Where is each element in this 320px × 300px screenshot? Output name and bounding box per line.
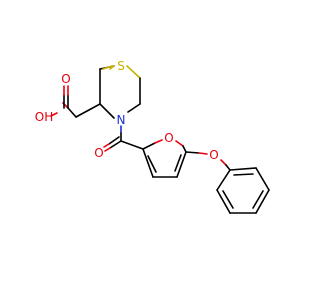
bond	[147, 155, 157, 173]
bond	[222, 190, 234, 209]
atom-label-sulfur: S	[117, 59, 125, 73]
atom-labels: S N OH O O O O	[35, 59, 219, 162]
atom-label-ether-o: O	[209, 148, 218, 162]
bond	[142, 142, 156, 150]
atom-label-acid-carbonyl-o: O	[61, 72, 70, 86]
bond	[175, 140, 184, 147]
atom-label-nitrogen: N	[117, 113, 126, 127]
bond	[216, 189, 231, 214]
bond	[154, 139, 163, 144]
bond	[50, 112, 58, 117]
bond	[182, 145, 187, 153]
bond	[67, 107, 77, 118]
bond	[198, 152, 208, 155]
bond	[225, 164, 231, 171]
bond	[185, 151, 200, 154]
atom-label-acid-oh: OH	[35, 110, 53, 124]
bond	[104, 147, 111, 152]
bond	[229, 167, 257, 171]
bond	[120, 140, 144, 150]
benzene-ring	[216, 167, 270, 214]
bond	[216, 169, 231, 191]
bond	[109, 65, 115, 70]
bond	[102, 65, 113, 70]
molecule-drawing: S N OH O O O O	[35, 59, 270, 214]
bond	[176, 151, 187, 178]
thiomorpholine-ring	[99, 65, 141, 119]
bond	[142, 148, 154, 178]
structure-diagram: S N OH O O O O	[35, 59, 270, 214]
phenoxy-group	[185, 151, 231, 171]
bond	[220, 159, 227, 166]
bond	[109, 140, 122, 149]
bond	[233, 173, 254, 176]
atom-label-furan-o: O	[164, 131, 173, 145]
bond	[174, 154, 182, 172]
bond	[255, 189, 270, 214]
bond	[255, 167, 270, 191]
acetic-acid-group	[50, 85, 101, 118]
furan-ring	[142, 139, 187, 178]
bond	[75, 103, 101, 118]
atom-label-amide-o: O	[94, 146, 103, 160]
bond	[126, 65, 141, 79]
bond	[127, 103, 141, 113]
bond	[108, 136, 120, 145]
bond	[99, 103, 115, 119]
amide-group	[103, 125, 144, 152]
bond	[103, 143, 110, 148]
bond	[252, 190, 264, 209]
